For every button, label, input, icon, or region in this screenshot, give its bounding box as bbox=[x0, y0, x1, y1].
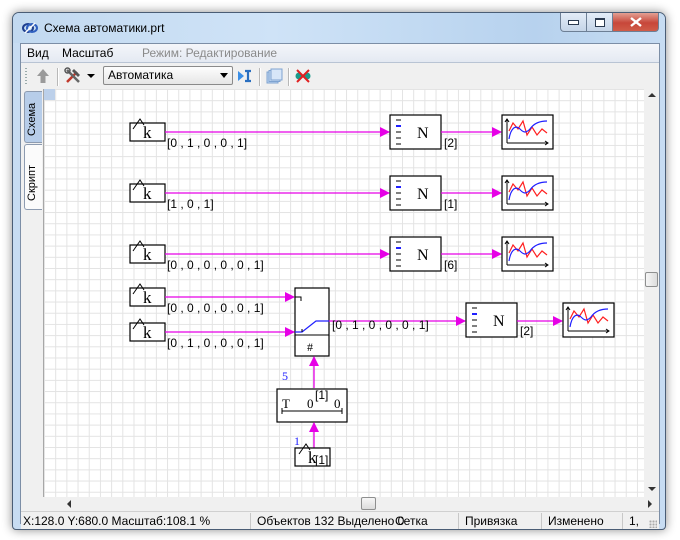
scroll-corner bbox=[644, 497, 659, 511]
delete-links-icon[interactable] bbox=[294, 67, 312, 85]
scroll-right-icon[interactable] bbox=[648, 500, 652, 508]
hammer-wrench-icon[interactable] bbox=[64, 67, 82, 85]
app-window: Схема автоматики.prt Вид Масштаб Режим: … bbox=[12, 12, 666, 530]
status-coords: X:128.0 Y:680.0 Масштаб:108.1 % bbox=[23, 514, 211, 528]
source-block[interactable]: k bbox=[294, 443, 331, 467]
schema-diagram: k N bbox=[129, 114, 615, 467]
toolbar-grip[interactable] bbox=[25, 68, 27, 86]
side-tabs: Схема Скрипт bbox=[21, 89, 43, 497]
maximize-button[interactable] bbox=[587, 13, 613, 32]
status-modified: Изменено bbox=[548, 514, 604, 528]
source-block[interactable] bbox=[129, 240, 166, 265]
switch-symbol: # bbox=[307, 340, 313, 354]
timer-left-label: T bbox=[282, 396, 290, 411]
source-output-label: [0 , 1 , 0 , 0 , 0 , 1] bbox=[167, 336, 264, 350]
minimize-button[interactable] bbox=[560, 13, 587, 32]
layers-icon[interactable] bbox=[265, 67, 283, 85]
counter-output-label: [6] bbox=[444, 258, 457, 272]
status-bar: X:128.0 Y:680.0 Масштаб:108.1 % Объектов… bbox=[21, 511, 659, 529]
tab-schema-label: Схема bbox=[26, 102, 38, 136]
plot-block[interactable] bbox=[501, 175, 554, 211]
counter-output-label: [1] bbox=[444, 197, 457, 211]
toolbar-separator bbox=[57, 68, 59, 86]
source-block[interactable] bbox=[129, 179, 166, 204]
source-output-label: [0 , 0 , 0 , 0 , 0 , 1] bbox=[167, 258, 264, 272]
plot-block[interactable] bbox=[562, 302, 615, 338]
menu-bar: Вид Масштаб Режим: Редактирование bbox=[21, 44, 659, 63]
arrow-up-icon[interactable] bbox=[34, 67, 52, 85]
counter-block[interactable] bbox=[389, 114, 442, 150]
source-top-value: 1 bbox=[294, 434, 300, 448]
status-objects: Объектов 132 Выделено 0 bbox=[257, 514, 405, 528]
window-title: Схема автоматики.prt bbox=[44, 21, 165, 35]
maximize-icon bbox=[594, 17, 605, 27]
counter-block[interactable] bbox=[465, 302, 518, 338]
tab-script-label: Скрипт bbox=[26, 164, 38, 201]
menu-view[interactable]: Вид bbox=[27, 46, 49, 60]
toolbar-separator bbox=[259, 68, 261, 86]
close-button[interactable] bbox=[613, 13, 659, 32]
canvas-origin-marker bbox=[44, 89, 55, 100]
tab-schema[interactable]: Схема bbox=[24, 91, 42, 143]
source-block[interactable] bbox=[129, 283, 166, 308]
status-grid[interactable]: Сетка bbox=[395, 514, 428, 528]
horizontal-scroll-thumb[interactable] bbox=[361, 497, 376, 510]
minimize-icon bbox=[568, 19, 579, 25]
timer-middle-label: 0 bbox=[307, 396, 314, 411]
plot-block[interactable] bbox=[501, 114, 554, 150]
source-output-label: [1 , 0 , 1] bbox=[167, 197, 214, 211]
category-select[interactable]: Автоматика bbox=[103, 66, 233, 85]
status-extra: 1, bbox=[629, 514, 640, 528]
counter-block[interactable] bbox=[389, 175, 442, 211]
chevron-down-icon bbox=[220, 73, 228, 78]
counter-block[interactable] bbox=[389, 236, 442, 272]
scroll-left-icon[interactable] bbox=[67, 500, 71, 508]
source-block[interactable] bbox=[129, 118, 166, 143]
vertical-scroll-thumb[interactable] bbox=[645, 272, 658, 287]
menu-scale[interactable]: Масштаб bbox=[62, 46, 114, 60]
toolbar-separator bbox=[288, 68, 290, 86]
timer-right-label: 0 bbox=[334, 396, 341, 411]
category-select-value: Автоматика bbox=[108, 68, 174, 82]
mode-indicator: Режим: Редактирование bbox=[142, 46, 278, 60]
close-icon bbox=[629, 17, 642, 27]
switch-block[interactable]: # bbox=[294, 287, 330, 357]
title-bar[interactable]: Схема автоматики.prt bbox=[13, 13, 665, 43]
resize-grip-icon[interactable] bbox=[649, 520, 657, 528]
plot-block[interactable] bbox=[501, 236, 554, 272]
source-output-label: [0 , 0 , 0 , 0 , 0 , 1] bbox=[167, 301, 264, 315]
counter-output-label: [2] bbox=[520, 324, 533, 338]
tools-dropdown-arrow-icon[interactable] bbox=[87, 74, 95, 78]
schema-canvas[interactable]: k N bbox=[43, 89, 645, 497]
status-snap[interactable]: Привязка bbox=[465, 514, 518, 528]
vertical-scrollbar[interactable] bbox=[644, 89, 659, 497]
toolbar: Автоматика bbox=[21, 63, 659, 89]
timer-block[interactable]: T 0 0 bbox=[276, 388, 348, 423]
timer-top-value: 5 bbox=[282, 369, 288, 383]
tab-script[interactable]: Скрипт bbox=[24, 144, 42, 210]
source-output-label: [1] bbox=[315, 453, 328, 467]
scroll-up-icon[interactable] bbox=[648, 93, 656, 97]
source-block[interactable] bbox=[129, 318, 166, 343]
client-area: Вид Масштаб Режим: Редактирование Автома… bbox=[20, 43, 660, 529]
counter-output-label: [2] bbox=[444, 136, 457, 150]
source-output-label: [0 , 1 , 0 , 0 , 1] bbox=[167, 136, 247, 150]
switch-output-label: [0 , 1 , 0 , 0 , 0 , 1] bbox=[332, 318, 429, 332]
run-step-icon[interactable] bbox=[236, 67, 254, 85]
app-logo-icon bbox=[22, 22, 38, 34]
source-symbol: k bbox=[308, 448, 317, 467]
horizontal-scrollbar[interactable] bbox=[43, 497, 644, 511]
scroll-down-icon[interactable] bbox=[648, 487, 656, 491]
timer-output-label: [1] bbox=[315, 388, 328, 402]
